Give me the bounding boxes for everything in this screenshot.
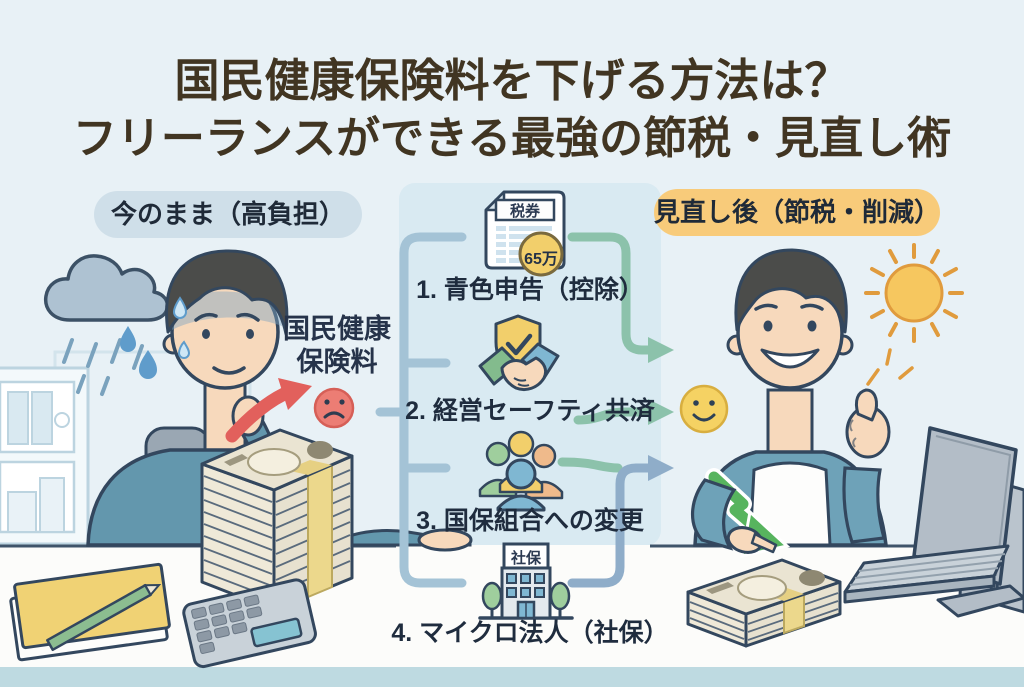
method-label-2: 2. 経営セーフティ共済 (405, 397, 655, 425)
sun-icon (864, 243, 964, 343)
insurance-premium-label: 国民健康 保険料 (283, 314, 391, 377)
company-building-icon (478, 542, 574, 620)
arrow-right-icon (648, 337, 674, 363)
building-sign (502, 542, 550, 570)
building-sign-text: 社保 (510, 550, 541, 567)
flow-connector-left (375, 232, 467, 588)
sad-face-icon (313, 387, 355, 429)
handshake-shield-icon (478, 314, 560, 392)
tree-icon (481, 581, 503, 611)
arrow-right-icon (648, 455, 674, 481)
method-label-3: 3. 国保組合への変更 (416, 507, 644, 535)
status-badge-before: 今のまま（高負担） (94, 191, 362, 238)
method-label-4: 4. マイクロ法人（社保） (391, 619, 669, 647)
sweat-drops-icon (120, 326, 157, 379)
calculator (182, 578, 317, 669)
large-money-stack (200, 428, 354, 612)
method-label-1: 1. 青色申告（控除） (416, 276, 644, 304)
tree-icon (549, 581, 571, 611)
pointing-hand (690, 478, 778, 554)
status-badge-after: 見直し後（節税・削減） (654, 189, 940, 236)
notebook-and-pen (9, 562, 171, 662)
bottom-strip (0, 667, 1024, 687)
office-shelf-background (0, 350, 252, 546)
thumbs-up-icon (854, 388, 878, 422)
small-money-stack (686, 558, 842, 648)
arrow-right-icon (648, 399, 674, 425)
page-title-line2: フリーランスができる最強の節税・見直し術 (72, 114, 952, 163)
deduction-amount-text: 65万 (524, 251, 558, 268)
smiley-face-icon (679, 384, 729, 434)
flow-connector-right (557, 232, 674, 588)
people-group-icon (478, 430, 564, 512)
happy-man-illustration (693, 248, 891, 547)
tax-document-header-text: 税券 (509, 203, 540, 220)
deduction-amount-circle (518, 231, 564, 277)
keyboard (843, 544, 1010, 604)
sparkle-lines-icon (866, 348, 914, 386)
page-title-line1: 国民健康保険料を下げる方法は？ (174, 55, 850, 106)
arrow-up-red-icon (225, 378, 312, 443)
tax-document-icon (484, 190, 566, 277)
